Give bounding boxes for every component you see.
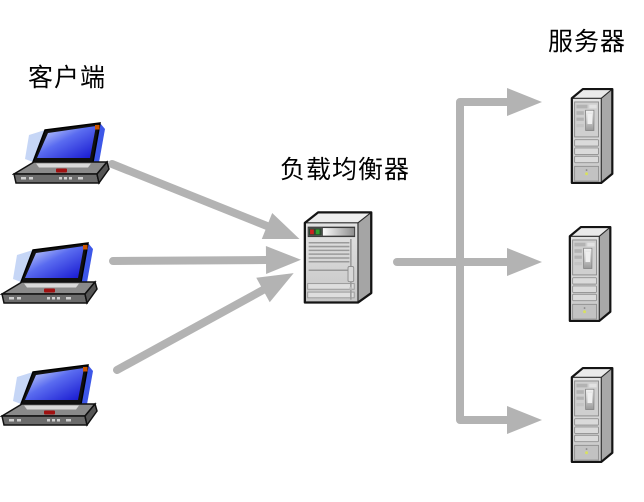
laptop-icon bbox=[12, 122, 117, 192]
client-node-2 bbox=[0, 242, 105, 312]
load-balancer-node bbox=[302, 206, 376, 308]
arrow-client3-to-lb bbox=[113, 273, 294, 374]
server-node-1 bbox=[570, 83, 616, 189]
client-node-1 bbox=[12, 122, 117, 192]
server-node-2 bbox=[568, 221, 614, 327]
laptop-icon bbox=[0, 364, 105, 434]
tower-server-icon bbox=[570, 362, 616, 468]
load-balancer-label: 负载均衡器 bbox=[280, 156, 411, 184]
tower-server-icon bbox=[568, 221, 614, 327]
clients-label: 客户端 bbox=[28, 64, 107, 92]
tower-server-icon bbox=[570, 83, 616, 189]
tower-server-icon bbox=[302, 206, 376, 308]
arrow-client1-to-lb bbox=[108, 160, 300, 239]
servers-label: 服务器 bbox=[548, 28, 627, 56]
client-node-3 bbox=[0, 364, 105, 434]
server-node-3 bbox=[570, 362, 616, 468]
laptop-icon bbox=[0, 242, 105, 312]
arrow-client2-to-lb bbox=[109, 246, 301, 274]
